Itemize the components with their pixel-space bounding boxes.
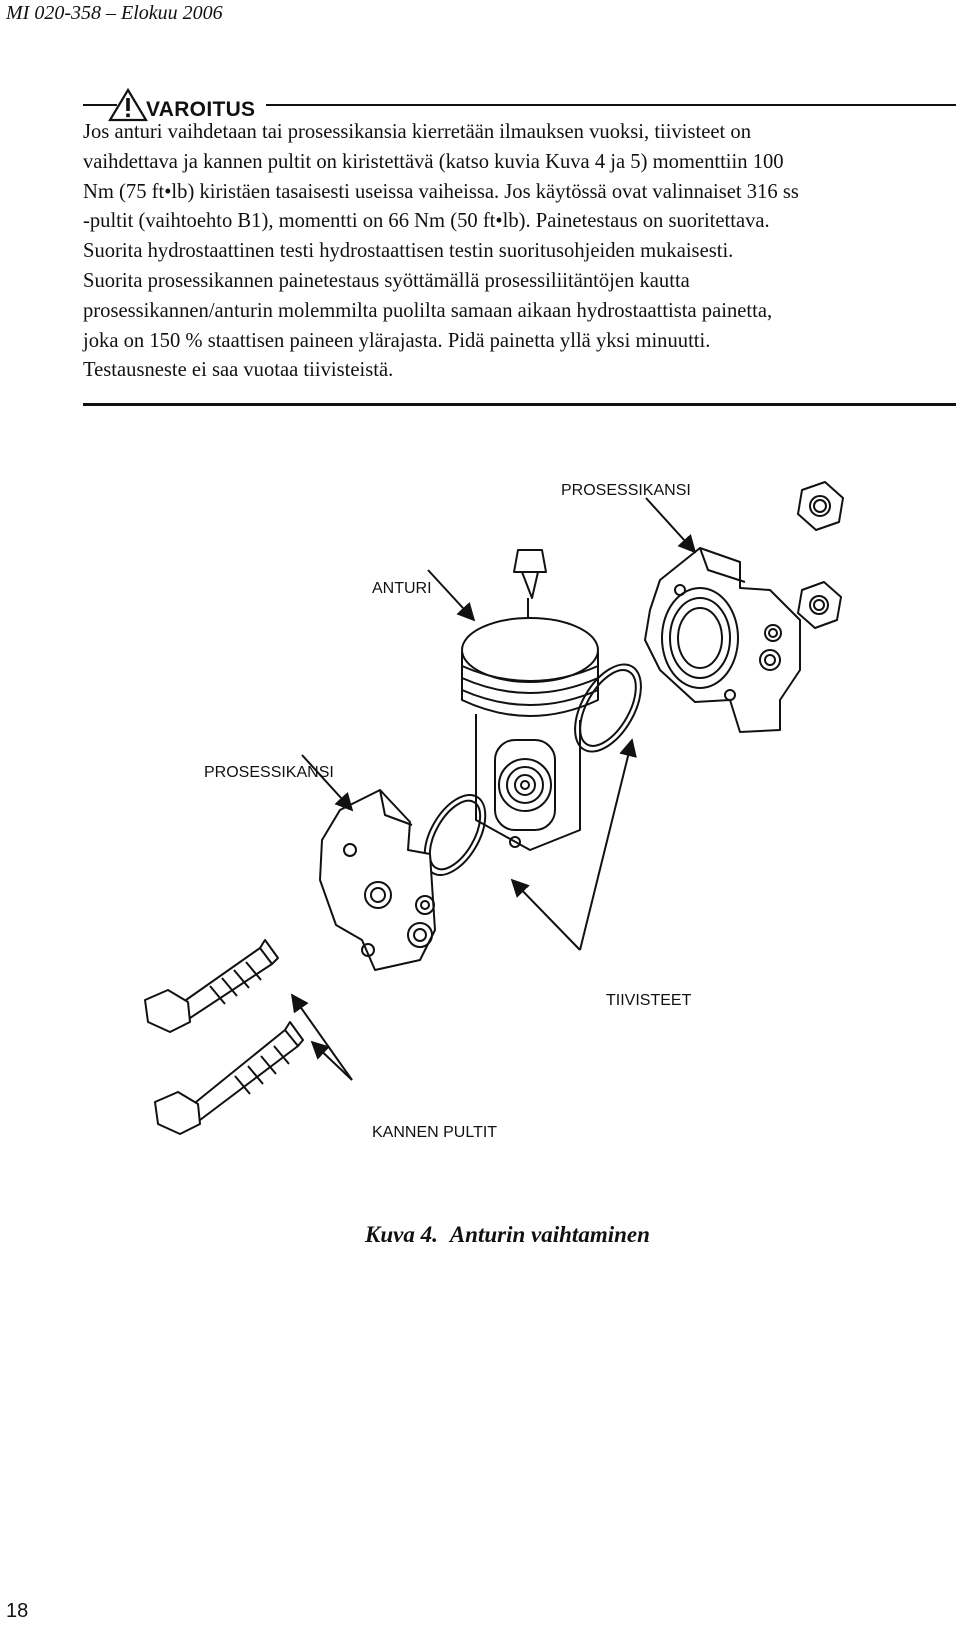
label-sensor: ANTURI [372,580,432,597]
warning-line: joka on 150 % staattisen paineen yläraja… [83,329,711,352]
leader-process-cover-top [645,497,697,554]
leader-bolt-lower [310,1040,353,1081]
process-cover-right [644,547,801,733]
leader-gasket-left [510,878,581,951]
label-gaskets: TIIVISTEET [606,992,692,1009]
warning-rule-right [266,104,956,106]
warning-line: Testausneste ei saa vuotaa tiivisteistä. [83,359,394,382]
warning-rule-left [83,104,117,106]
gasket-ring-left [423,794,487,876]
exploded-view-figure [140,470,960,1210]
warning-title: VAROITUS [146,98,256,121]
warning-heading: VAROITUS [108,88,255,122]
sensor-body [461,549,599,851]
warning-line: vaihdettava ja kannen pultit on kiristet… [83,150,784,173]
warning-line: Jos anturi vaihdetaan tai prosessikansia… [83,121,751,143]
running-header: MI 020-358 – Elokuu 2006 [6,2,223,24]
figure-title: Anturin vaihtaminen [449,1222,650,1247]
warning-triangle-icon [108,88,148,122]
leader-process-cover-left [301,754,354,812]
warning-line: prosessikannen/anturin molemmilta puolil… [83,299,773,322]
label-cover-bolts: KANNEN PULTIT [372,1124,498,1141]
exploded-view-drawing [144,481,844,1135]
warning-line: Suorita prosessikannen painetestaus syöt… [83,269,690,292]
warning-line: -pultit (vaihtoehto B1), momentti on 66 … [83,210,770,233]
warning-line: Suorita hydrostaattinen testi hydrostaat… [83,240,734,263]
figure-caption: Kuva 4. Anturin vaihtaminen [365,1222,662,1248]
leader-sensor [427,569,476,622]
figure-number: Kuva 4. [365,1222,438,1247]
warning-line: Nm (75 ft•lb) kiristäen tasaisesti useis… [83,180,799,203]
hex-nut [797,481,844,531]
hex-nut [797,581,842,629]
label-process-cover-left: PROSESSIKANSI [204,764,334,781]
warning-rule-bottom [83,403,956,406]
process-cover-left [319,789,436,971]
leader-bolt-upper [290,993,353,1081]
cover-bolt [154,1021,304,1135]
page-number: 18 [6,1600,29,1622]
cover-bolt [144,939,279,1033]
leader-gasket-right [579,738,637,951]
label-process-cover-top: PROSESSIKANSI [561,482,691,499]
warning-text: Jos anturi vaihdetaan tai prosessikansia… [83,118,960,386]
